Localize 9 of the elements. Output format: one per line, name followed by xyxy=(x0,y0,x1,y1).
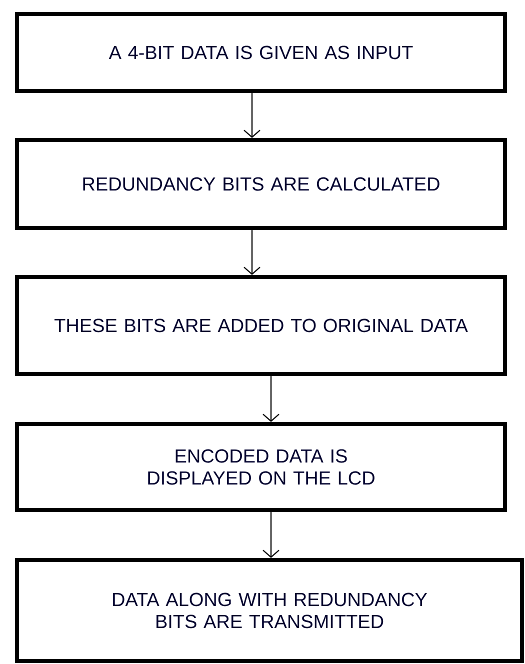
arrow xyxy=(244,230,260,275)
process-box: A 4-BIT DATA IS GIVEN AS INPUT xyxy=(15,12,507,93)
arrow xyxy=(244,93,260,138)
process-box: THESE BITS ARE ADDED TO ORIGINAL DATA xyxy=(15,275,507,376)
process-box: ENCODED DATA IS DISPLAYED ON THE LCD xyxy=(15,422,507,512)
process-box: REDUNDANCY BITS ARE CALCULATED xyxy=(15,138,507,230)
arrow xyxy=(262,512,280,558)
process-box: DATA ALONG WITH REDUNDANCY BITS ARE TRANSMITTED xyxy=(15,558,524,663)
arrow xyxy=(262,376,280,422)
